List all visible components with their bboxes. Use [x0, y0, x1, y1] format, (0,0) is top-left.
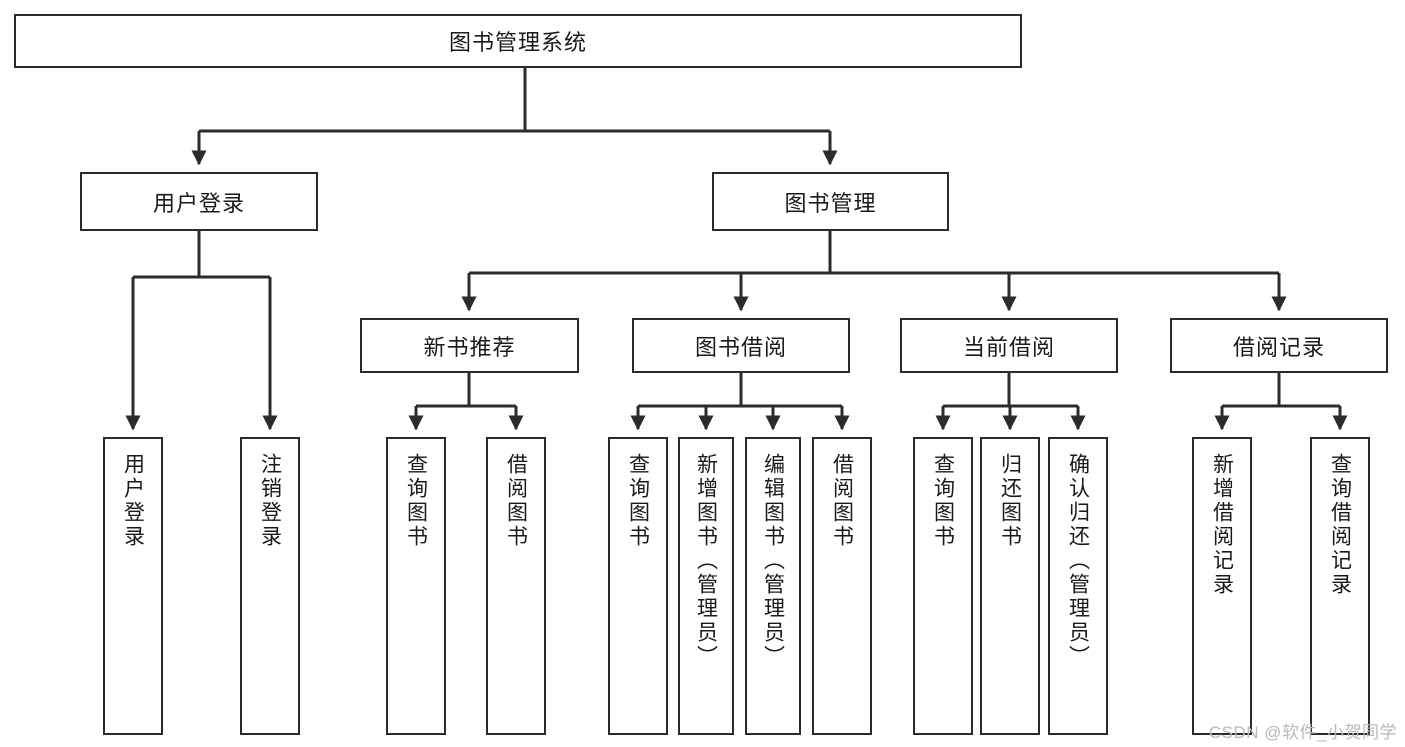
leaf-logout-login[interactable]: 注销登录 — [240, 437, 300, 735]
leaf-return-book[interactable]: 归还图书 — [980, 437, 1040, 735]
csdn-watermark: CSDN @软件_小贺同学 — [1208, 723, 1397, 742]
leaf-user-login-label: 用户登录 — [121, 453, 145, 549]
leaf-add-borrow-record[interactable]: 新增借阅记录 — [1192, 437, 1252, 735]
node-book-borrow-label: 图书借阅 — [694, 334, 787, 360]
leaf-return-book-label: 归还图书 — [998, 453, 1022, 549]
node-borrow-record-label: 借阅记录 — [1232, 334, 1325, 360]
leaf-edit-book-admin[interactable]: 编辑图书（管理员） — [745, 437, 801, 735]
leaf-query-borrow-record[interactable]: 查询借阅记录 — [1310, 437, 1370, 735]
leaf-borrow-book[interactable]: 借阅图书 — [812, 437, 872, 735]
node-user-login-label: 用户登录 — [152, 190, 245, 216]
node-root-label: 图书管理系统 — [448, 30, 587, 55]
node-root[interactable]: 图书管理系统 — [14, 14, 1022, 68]
leaf-query-book-current-label: 查询图书 — [931, 453, 955, 549]
node-book-manage-label: 图书管理 — [784, 190, 877, 216]
node-user-login[interactable]: 用户登录 — [80, 172, 318, 231]
leaf-add-borrow-record-label: 新增借阅记录 — [1210, 453, 1234, 597]
node-book-manage[interactable]: 图书管理 — [712, 172, 949, 231]
leaf-borrow-book-recommend[interactable]: 借阅图书 — [486, 437, 546, 735]
leaf-confirm-return-admin[interactable]: 确认归还（管理员） — [1048, 437, 1108, 735]
leaf-borrow-book-recommend-label: 借阅图书 — [504, 453, 528, 549]
node-new-book-recommend[interactable]: 新书推荐 — [360, 318, 579, 373]
leaf-query-book-recommend[interactable]: 查询图书 — [386, 437, 446, 735]
leaf-query-book-current[interactable]: 查询图书 — [913, 437, 973, 735]
leaf-edit-book-admin-label: 编辑图书（管理员） — [761, 453, 785, 669]
node-borrow-record[interactable]: 借阅记录 — [1170, 318, 1388, 373]
leaf-user-login[interactable]: 用户登录 — [103, 437, 163, 735]
leaf-query-book-recommend-label: 查询图书 — [404, 453, 428, 549]
leaf-query-book-borrow-label: 查询图书 — [626, 453, 650, 549]
leaf-add-book-admin-label: 新增图书（管理员） — [694, 453, 718, 669]
leaf-add-book-admin[interactable]: 新增图书（管理员） — [678, 437, 734, 735]
leaf-query-book-borrow[interactable]: 查询图书 — [608, 437, 668, 735]
node-current-borrow[interactable]: 当前借阅 — [900, 318, 1118, 373]
node-current-borrow-label: 当前借阅 — [962, 334, 1055, 360]
leaf-confirm-return-admin-label: 确认归还（管理员） — [1066, 453, 1090, 669]
leaf-borrow-book-label: 借阅图书 — [830, 453, 854, 549]
node-book-borrow[interactable]: 图书借阅 — [632, 318, 850, 373]
leaf-logout-login-label: 注销登录 — [258, 453, 282, 549]
node-new-book-recommend-label: 新书推荐 — [423, 334, 516, 360]
leaf-query-borrow-record-label: 查询借阅记录 — [1328, 453, 1352, 597]
